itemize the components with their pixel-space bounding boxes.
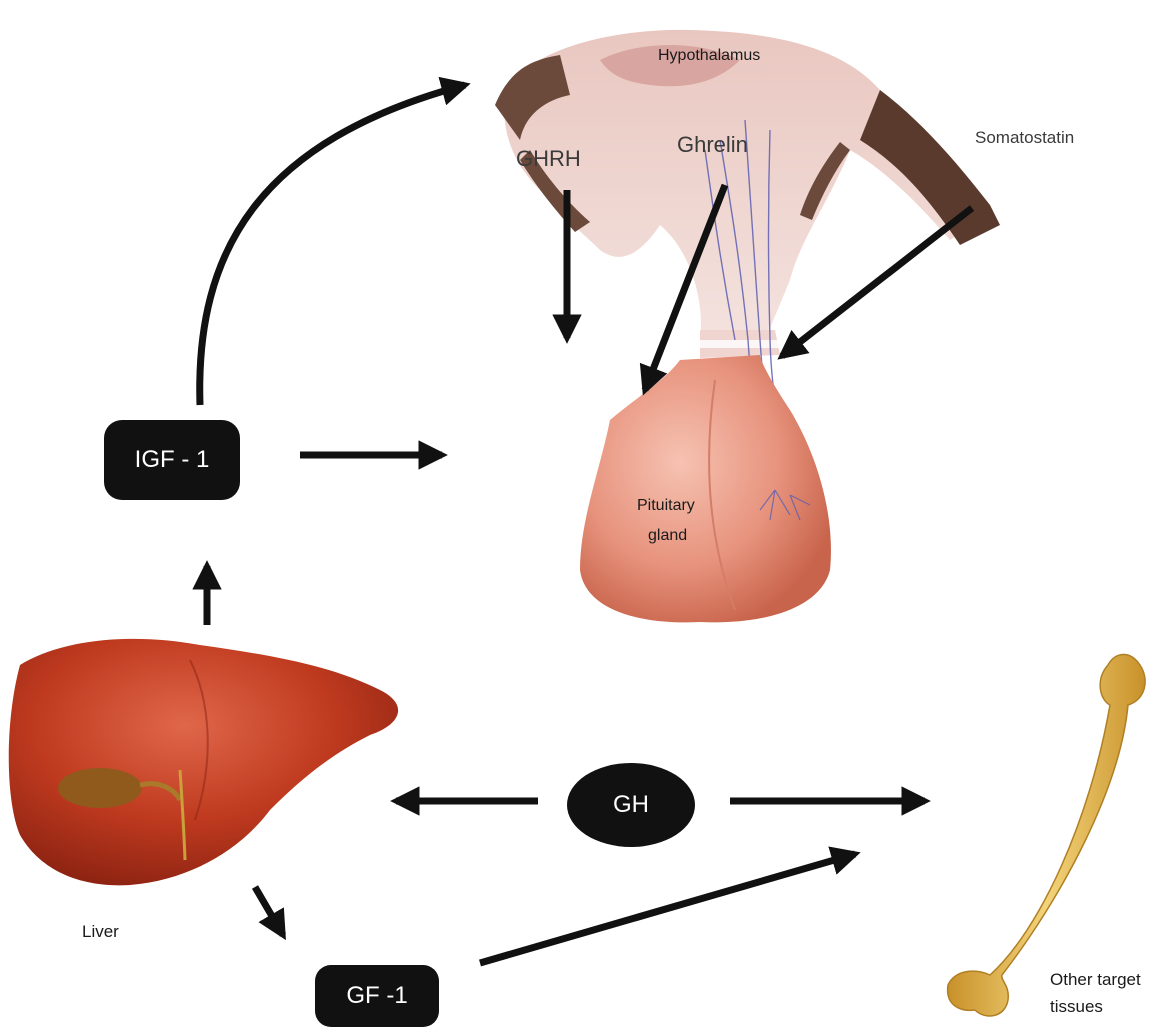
pituitary-gland-illustration: [580, 355, 831, 622]
liver-label: Liver: [82, 922, 119, 942]
pituitary-label-line2: gland: [648, 527, 687, 545]
somatostatin-label: Somatostatin: [975, 128, 1074, 148]
arrow-liver-to-gf1: [255, 887, 283, 935]
ghrh-label: GHRH: [516, 146, 581, 172]
other-tissues-label-line2: tissues: [1050, 997, 1103, 1017]
pituitary-label-line1: Pituitary: [637, 497, 695, 515]
arrow-somatostatin: [782, 208, 972, 356]
ghrelin-label: Ghrelin: [677, 132, 748, 158]
igf1-box: IGF - 1: [104, 420, 240, 500]
gf1-box: GF -1: [315, 965, 439, 1027]
arrow-gf1-to-tissues: [480, 854, 855, 963]
gh-label: GH: [567, 763, 695, 847]
bone-illustration: [948, 654, 1146, 1016]
hypothalamus-label: Hypothalamus: [658, 47, 760, 65]
other-tissues-label-line1: Other target: [1050, 970, 1141, 990]
arrow-igf1-to-hypothalamus: [200, 85, 465, 405]
liver-illustration: [9, 639, 398, 885]
